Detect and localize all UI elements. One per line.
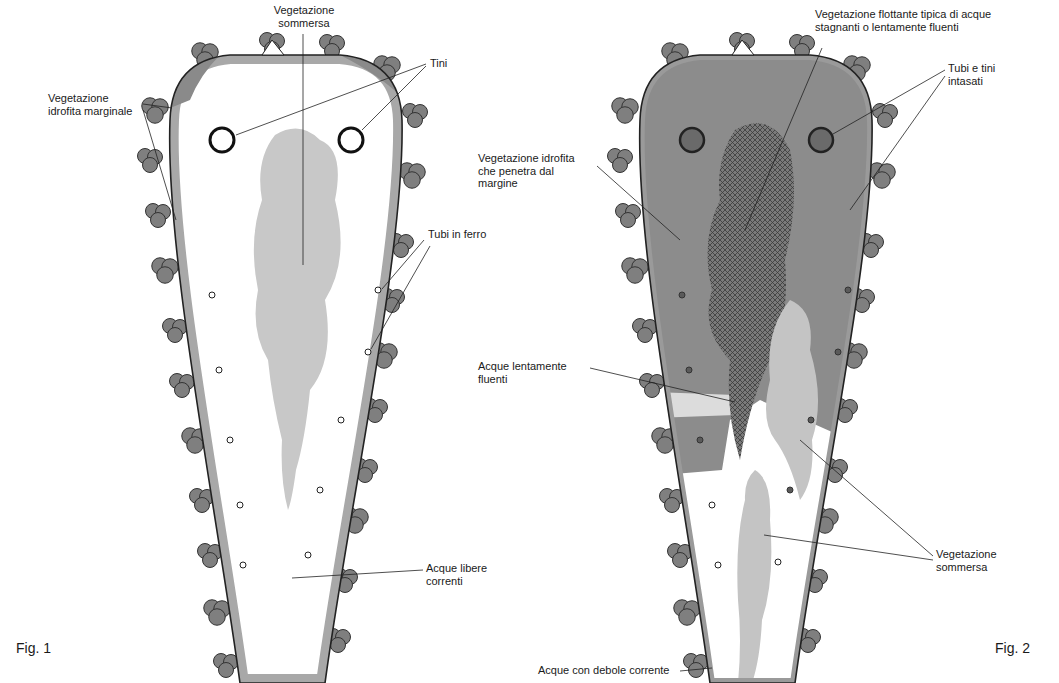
shrub xyxy=(404,172,421,189)
shrub xyxy=(175,383,190,398)
shrub xyxy=(168,328,183,343)
shrub xyxy=(673,553,688,568)
figure-label: Fig. 1 xyxy=(16,640,76,656)
shrub xyxy=(157,267,174,284)
shrub xyxy=(864,243,879,258)
shrub xyxy=(143,158,158,173)
shrub xyxy=(645,383,660,398)
shrub xyxy=(331,638,346,653)
shrub xyxy=(874,172,891,189)
shrub xyxy=(187,437,204,454)
figure-label: Fig. 2 xyxy=(995,640,1055,656)
shrub xyxy=(657,437,674,454)
shrub xyxy=(801,638,816,653)
shrub xyxy=(665,498,680,513)
callout-label: Vegetazione idrofita che penetra dal mar… xyxy=(478,152,594,190)
pond-fig2 xyxy=(600,0,900,683)
shrub xyxy=(151,213,166,228)
shrub xyxy=(394,243,409,258)
shrub xyxy=(627,267,644,284)
callout-label: Vegetazione sommersa xyxy=(936,548,1036,573)
shrub xyxy=(617,107,634,124)
shrub xyxy=(219,663,234,678)
shrub xyxy=(613,158,628,173)
shrub xyxy=(147,107,164,124)
shrub xyxy=(209,609,226,626)
callout-label: Tubi in ferro xyxy=(428,228,500,241)
shrub xyxy=(679,609,696,626)
shrub xyxy=(878,113,893,128)
callout-label: Acque libere correnti xyxy=(426,562,506,587)
callout-label: Tubi e tini intasati xyxy=(948,62,1028,87)
shrub xyxy=(638,328,653,343)
shrub xyxy=(621,213,636,228)
callout-label: Vegetazione flottante tipica di acque st… xyxy=(815,8,995,33)
callout-label: Vegetazione idrofita marginale xyxy=(48,92,140,117)
shrub xyxy=(203,553,218,568)
shrub xyxy=(195,498,210,513)
callout-label: Vegetazione sommersa xyxy=(268,4,340,29)
shrub xyxy=(408,113,423,128)
callout-label: Tini xyxy=(430,57,470,70)
callout-label: Acque lentamente fluenti xyxy=(478,360,588,385)
pond-fig1 xyxy=(165,40,405,683)
callout-label: Acque con debole corrente xyxy=(538,664,680,677)
leader-lines xyxy=(143,34,945,671)
